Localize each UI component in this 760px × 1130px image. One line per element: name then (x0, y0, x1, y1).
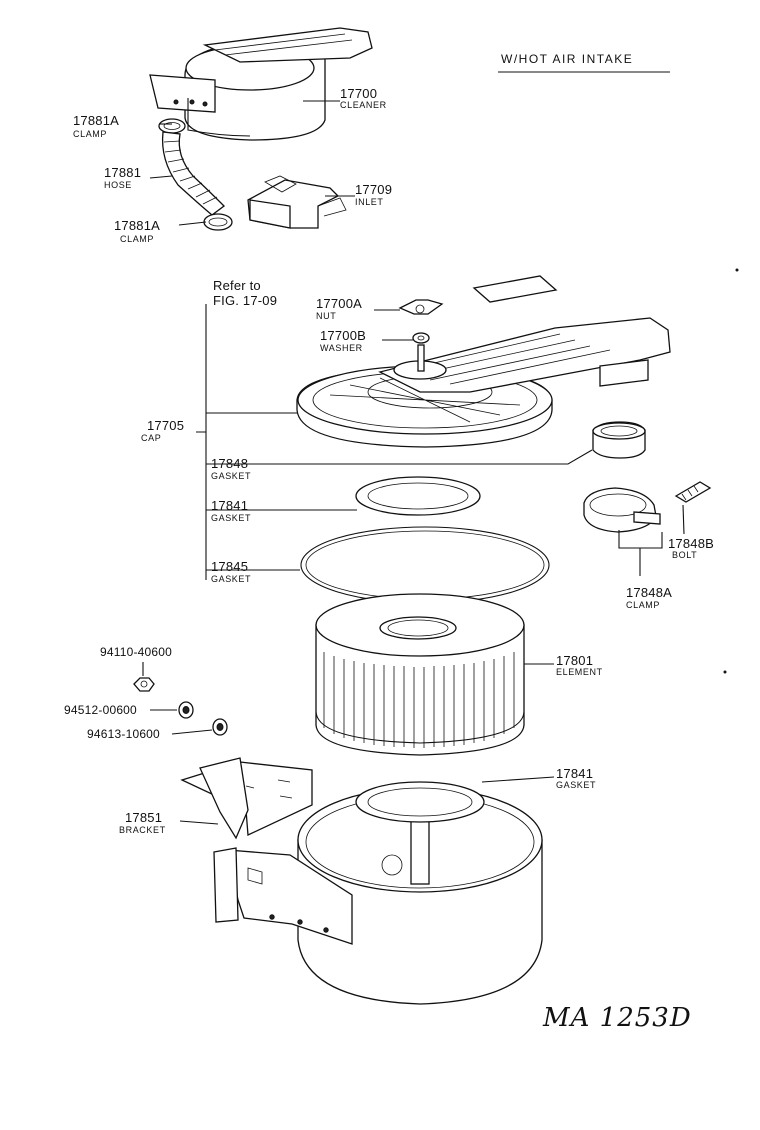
drawing-code-stamp: MA 1253D (543, 1003, 692, 1033)
clamp-top-drawing (158, 118, 186, 134)
refer-line-2: FIG. 17-09 (213, 293, 278, 308)
callout-number-gasket-17841b: 17841 (556, 766, 594, 781)
hardware-number-nut-94110: 94110-40600 (100, 645, 173, 659)
bolt-drawing (674, 481, 712, 503)
callout-number-clamp-low: 17881A (114, 218, 161, 233)
callout-name-inlet: INLET (355, 197, 384, 207)
callout-number-bolt: 17848B (668, 536, 715, 551)
callout-name-nut: NUT (316, 311, 337, 321)
callout-name-washer: WASHER (320, 343, 363, 353)
leader-bracket (179, 820, 219, 825)
diagram-title: W/HOT AIR INTAKE (501, 52, 634, 66)
leader-washer-94613 (171, 729, 213, 735)
clamp-low-drawing (203, 213, 233, 231)
callout-name-bracket: BRACKET (119, 825, 166, 835)
leader-gasket-lower (481, 776, 555, 783)
callout-number-gasket-17845: 17845 (211, 559, 249, 574)
gasket-17845-drawing (300, 526, 550, 604)
cap-drawing (296, 317, 671, 448)
leader-bolt (682, 504, 685, 535)
inlet-drawing (247, 175, 347, 229)
leader-clamp-low (178, 221, 207, 226)
callout-number-inlet: 17709 (355, 182, 393, 197)
refer-line-1: Refer to (213, 278, 261, 293)
hardware-number-washer-94512: 94512-00600 (64, 703, 137, 717)
callout-number-washer: 17700B (320, 328, 367, 343)
nut-94110-drawing (133, 677, 155, 692)
callout-number-hose: 17881 (104, 165, 142, 180)
hardware-number-washer-94613: 94613-10600 (87, 727, 160, 741)
washer-94613-drawing (212, 718, 228, 736)
cleaner-assembly-drawing (149, 27, 373, 141)
callout-number-clamp-top: 17881A (73, 113, 120, 128)
plate-drawing (472, 275, 558, 303)
callout-name-clamp-low: CLAMP (120, 234, 155, 244)
callout-name-gasket-17845: GASKET (211, 574, 252, 584)
washer-drawing (412, 332, 430, 344)
callout-name-gasket-17841a: GASKET (211, 513, 252, 523)
callout-name-element: ELEMENT (556, 667, 603, 677)
bracket-drawing (180, 757, 313, 840)
hose-drawing (161, 131, 225, 216)
callout-name-gasket-17848: GASKET (211, 471, 252, 481)
callout-number-element: 17801 (556, 653, 594, 668)
leader-lines (142, 71, 685, 825)
callout-name-cleaner: CLEANER (340, 100, 387, 110)
gasket-17841-drawing (355, 476, 481, 516)
callout-number-cleaner: 17700 (340, 86, 378, 101)
callout-number-bracket: 17851 (125, 810, 163, 825)
leader-bracket-cap (196, 304, 593, 580)
callout-name-cap: CAP (141, 433, 162, 443)
leader-hose (149, 175, 173, 179)
callout-number-nut: 17700A (316, 296, 363, 311)
callout-number-gasket-17841a: 17841 (211, 498, 249, 513)
washer-94512-drawing (178, 701, 194, 719)
leader-clamp-17848a (618, 530, 663, 576)
callout-name-bolt: BOLT (672, 550, 698, 560)
callout-name-clamp-top: CLAMP (73, 129, 108, 139)
callout-name-gasket-17841b: GASKET (556, 780, 597, 790)
clamp-17848a-drawing (583, 487, 661, 533)
callout-number-gasket-17848: 17848 (211, 456, 249, 471)
wing-nut-drawing (398, 299, 444, 315)
callout-number-clamp-17848a: 17848A (626, 585, 673, 600)
gasket-17848-drawing (592, 421, 646, 459)
gasket-17841-lower-drawing (355, 781, 485, 823)
callout-number-cap: 17705 (147, 418, 185, 433)
callout-name-clamp-17848a: CLAMP (626, 600, 661, 610)
callout-name-hose: HOSE (104, 180, 132, 190)
element-drawing (315, 593, 525, 756)
